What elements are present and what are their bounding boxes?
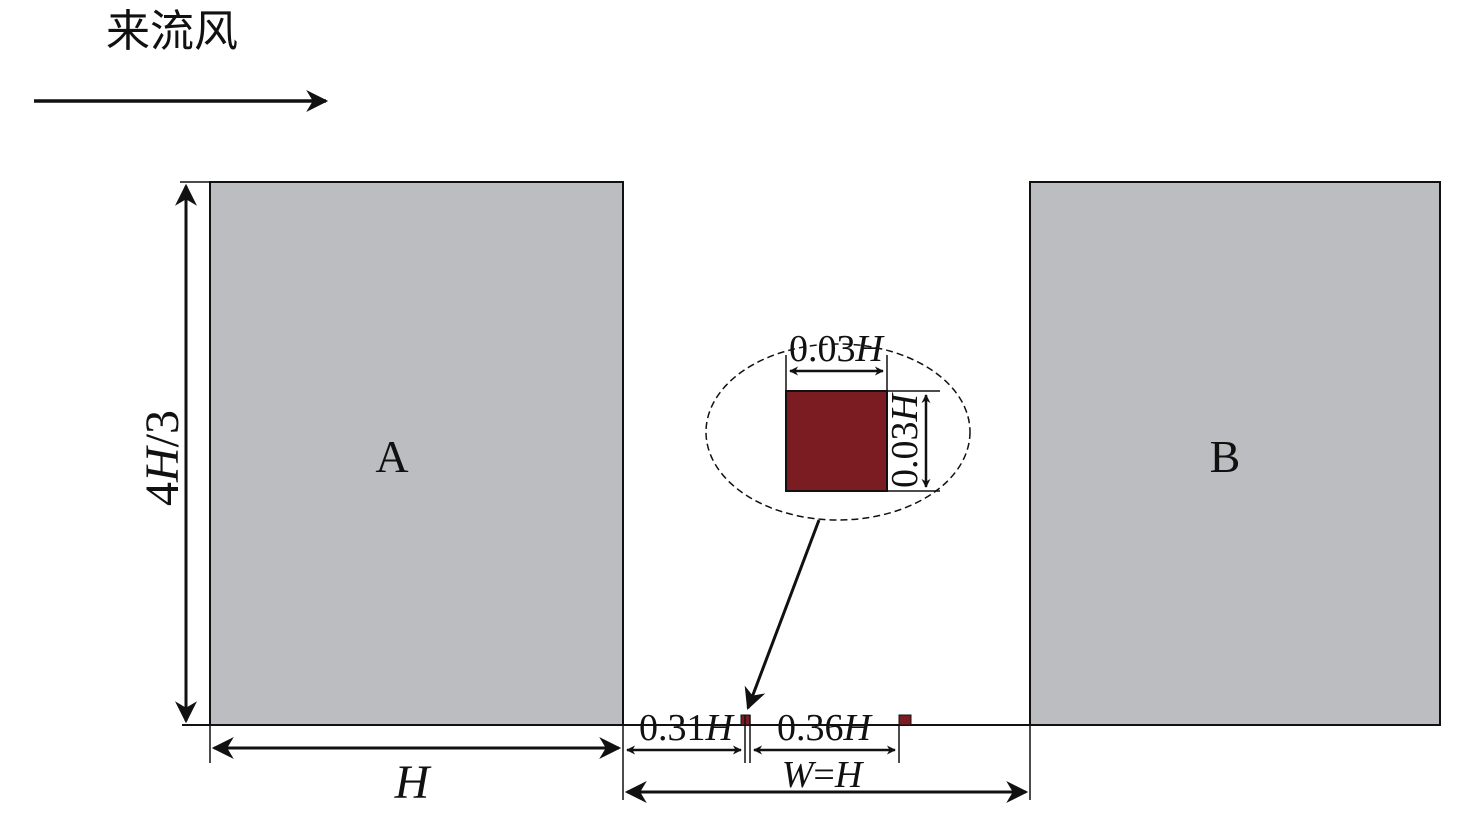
building-a-label: A <box>375 431 408 482</box>
zoom-block <box>785 390 888 492</box>
zoom-width-label: 0.03H <box>789 328 886 370</box>
zoom-leader-arrow <box>744 519 821 711</box>
zoom-width-dimension <box>785 355 888 391</box>
width-dimension <box>209 725 624 800</box>
zoom-height-label: 0.03H <box>884 391 926 488</box>
height-dimension <box>175 181 212 724</box>
street-width-dimension <box>624 725 1031 803</box>
offset-left-dimension <box>626 715 751 763</box>
street-width-label: W=H <box>782 754 865 796</box>
height-dimension-label: 4H/3 <box>136 410 189 506</box>
zoom-height-dimension <box>887 390 940 492</box>
wind-label: 来流风 <box>106 6 238 57</box>
width-dimension-label: H <box>394 756 432 809</box>
offset-spacing-dimension <box>753 725 900 763</box>
zoom-ellipse <box>705 343 971 521</box>
building-a <box>209 181 624 726</box>
offset-spacing-label: 0.36H <box>777 707 874 749</box>
offset-left-label: 0.31H <box>639 707 736 749</box>
roadside-block-right <box>898 714 912 726</box>
building-b-label: B <box>1210 431 1241 482</box>
